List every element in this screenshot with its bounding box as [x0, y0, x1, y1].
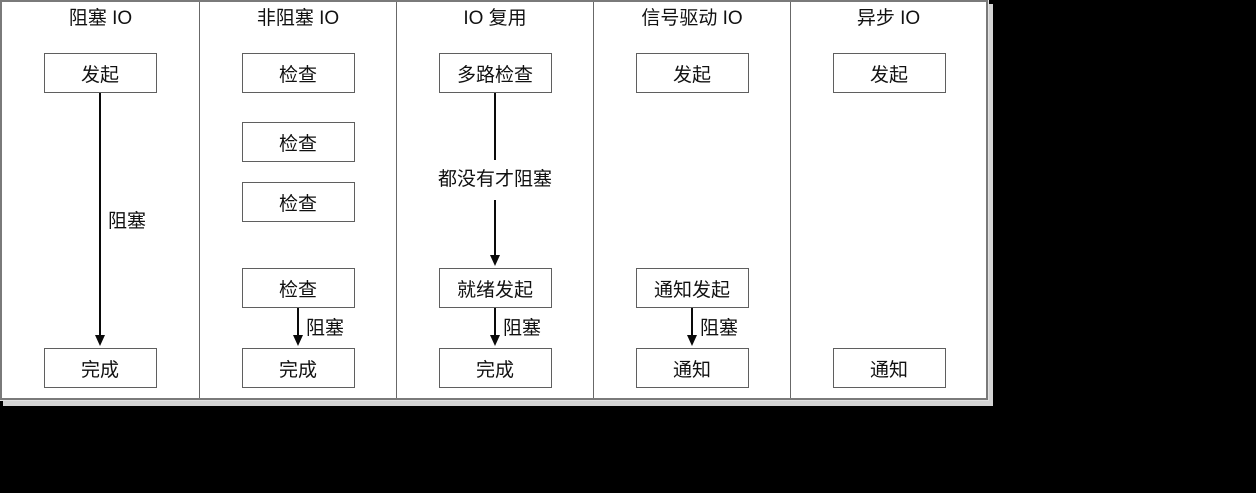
- flow-node: 通知: [635, 348, 749, 388]
- column-title: 阻塞 IO: [68, 8, 133, 29]
- flow-line: [494, 199, 496, 257]
- flow-node: 检查: [241, 182, 355, 222]
- flow-label: 阻塞: [503, 318, 542, 339]
- flow-node: 发起: [43, 53, 157, 93]
- io-model-column-3: IO 复用多路检查就绪发起完成 都没有才阻塞阻塞: [396, 2, 593, 398]
- flow-line: [494, 93, 496, 160]
- flow-node: 完成: [438, 348, 552, 388]
- io-model-column-4: 信号驱动 IO 发起通知发起通知 阻塞: [593, 2, 790, 398]
- flow-line: [297, 308, 299, 337]
- flow-label: 都没有才阻塞: [437, 168, 552, 190]
- flow-node: 完成: [43, 348, 157, 388]
- flow-node: 检查: [241, 53, 355, 93]
- arrow-down-icon: [490, 255, 500, 266]
- arrow-down-icon: [490, 335, 500, 346]
- arrow-down-icon: [687, 335, 697, 346]
- flow-node: 完成: [241, 348, 355, 388]
- column-title: 非阻塞 IO: [256, 8, 340, 29]
- column-title: IO 复用: [463, 8, 527, 29]
- flow-line: [691, 308, 693, 337]
- flow-node: 通知发起: [635, 268, 749, 308]
- column-title: 异步 IO: [856, 8, 921, 29]
- flow-node: 发起: [832, 53, 946, 93]
- flow-node: 就绪发起: [438, 268, 552, 308]
- flow-label: 阻塞: [108, 210, 147, 232]
- flow-line: [494, 308, 496, 337]
- io-model-column-1: 阻塞 IO 发起完成 阻塞: [2, 2, 199, 398]
- flow-label: 阻塞: [700, 318, 739, 339]
- arrow-down-icon: [293, 335, 303, 346]
- io-model-column-5: 异步 IO 发起通知: [790, 2, 986, 398]
- flow-node: 检查: [241, 268, 355, 308]
- flow-node: 多路检查: [438, 53, 552, 93]
- flow-line: [99, 93, 101, 337]
- arrow-down-icon: [95, 335, 105, 346]
- flow-label: 阻塞: [306, 318, 345, 339]
- flow-node: 检查: [241, 122, 355, 162]
- flow-node: 发起: [635, 53, 749, 93]
- flow-node: 通知: [832, 348, 946, 388]
- column-title: 信号驱动 IO: [641, 8, 743, 29]
